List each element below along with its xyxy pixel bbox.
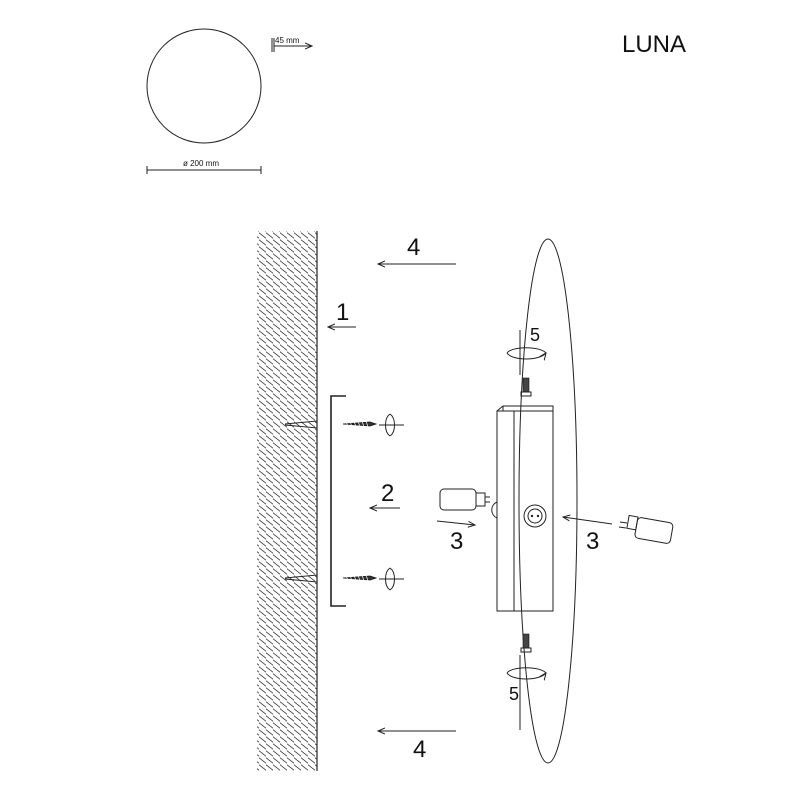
step-5-top-label: 5 — [530, 325, 540, 345]
rotate-icon-bottom — [506, 655, 546, 730]
product-title: LUNA — [622, 31, 686, 58]
step-3-right-label: 3 — [586, 528, 599, 555]
lamp-disc-outline — [146, 28, 262, 144]
product-front-view: 45 mm ø 200 mm — [146, 28, 312, 174]
shade-screw-top — [520, 377, 532, 397]
diameter-dimension: ø 200 mm — [146, 159, 262, 174]
wall-hatching — [257, 231, 317, 771]
depth-label: 45 mm — [275, 36, 300, 45]
step-4-bottom-label: 4 — [413, 736, 426, 763]
wall-plug-top — [284, 420, 318, 429]
screw-bottom — [342, 574, 378, 582]
wall — [257, 231, 318, 771]
socket-side-bump — [491, 501, 498, 519]
step-4-top-label: 4 — [407, 234, 420, 261]
screw-rotate-icon-bottom — [379, 567, 404, 591]
bulb-socket — [523, 504, 547, 528]
lamp-shade-side-view — [518, 238, 578, 764]
step-3-left-arrow — [436, 520, 475, 525]
depth-dimension: 45 mm — [271, 36, 312, 52]
bulb-left — [439, 488, 490, 511]
lamp-housing — [496, 405, 554, 612]
screw-top — [342, 420, 378, 428]
step-5-bottom-label: 5 — [509, 684, 519, 704]
step-2-label: 2 — [381, 480, 394, 507]
mounting-bracket — [330, 395, 346, 607]
shade-screw-bottom — [520, 633, 532, 653]
rotate-icon-top — [506, 330, 546, 375]
step-1-label: 1 — [336, 299, 349, 326]
diameter-label: ø 200 mm — [183, 159, 219, 168]
step-3-left-label: 3 — [450, 528, 463, 555]
wall-plug-bottom — [284, 574, 318, 583]
screw-rotate-icon-top — [379, 413, 404, 437]
step-3-right-arrow — [563, 517, 613, 525]
bulb-right — [618, 514, 674, 544]
